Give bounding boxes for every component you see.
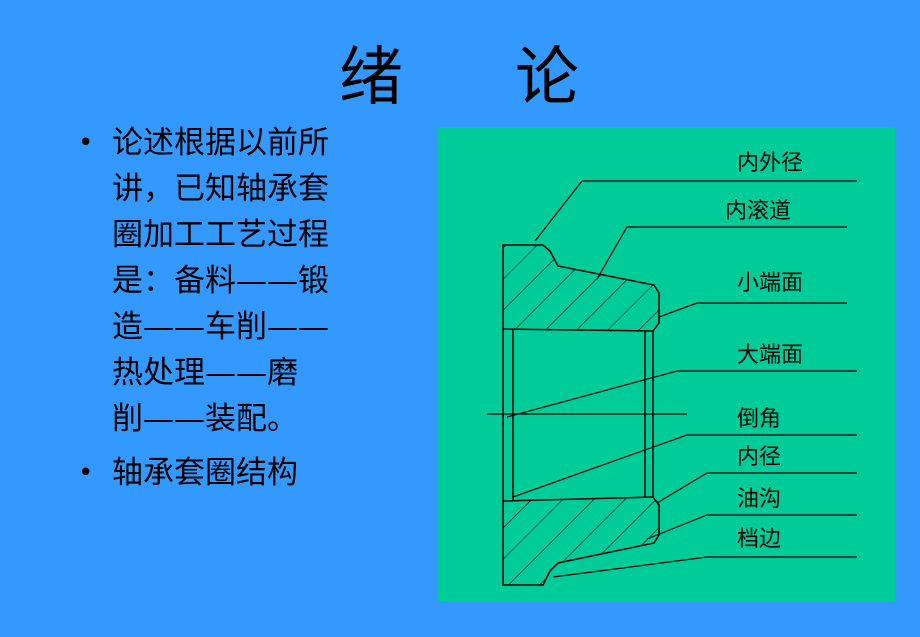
label-inner-outer-dia: 内外径 xyxy=(737,151,804,176)
bullet-list: • 论述根据以前所 讲，已知轴承套 圈加工工艺过程 是：备料——锻 造——车削—… xyxy=(78,120,378,504)
label-oil-groove: 油沟 xyxy=(737,487,782,512)
bullet-dot: • xyxy=(78,128,94,158)
leader-small-face xyxy=(658,302,847,318)
lower-ring-section xyxy=(502,496,660,586)
bearing-section-drawing xyxy=(487,180,857,586)
bullet-item-process: • 论述根据以前所 讲，已知轴承套 圈加工工艺过程 是：备料——锻 造——车削—… xyxy=(78,120,378,442)
bearing-ring-diagram: 内外径 内滚道 小端面 大端面 倒角 内径 油沟 档边 xyxy=(437,127,895,601)
bullet-line: 是：备料——锻 xyxy=(112,263,329,299)
label-chamfer: 倒角 xyxy=(737,407,782,432)
title-part-2: 论 xyxy=(515,41,581,115)
label-inner-raceway: 内滚道 xyxy=(725,199,792,224)
bullet-line: 讲，已知轴承套 xyxy=(112,171,329,207)
leader-inner-dia xyxy=(656,472,857,504)
bullet-line: 热处理——磨 xyxy=(112,355,298,391)
bullet-line: 造——车削—— xyxy=(112,309,329,345)
bullet-item-structure: • 轴承套圈结构 xyxy=(78,450,378,496)
label-large-face: 大端面 xyxy=(737,343,804,368)
bullet-line: 论述根据以前所 xyxy=(112,125,329,161)
leader-chamfer xyxy=(512,434,857,498)
leader-oil-groove xyxy=(646,514,857,540)
leader-rib xyxy=(552,556,857,578)
leader-inner-outer-dia xyxy=(534,180,857,242)
label-small-face: 小端面 xyxy=(737,271,804,296)
leader-inner-raceway xyxy=(596,226,847,280)
bullet-line: 削——装配。 xyxy=(112,401,298,437)
label-inner-dia: 内径 xyxy=(737,445,782,470)
leader-large-face xyxy=(506,370,857,418)
bullet-line: 轴承套圈结构 xyxy=(112,455,298,491)
upper-ring-section xyxy=(502,244,660,332)
label-rib: 档边 xyxy=(737,527,782,552)
bullet-dot: • xyxy=(78,458,94,488)
page-title: 绪论 xyxy=(0,38,920,118)
bullet-line: 圈加工工艺过程 xyxy=(112,217,329,253)
title-part-1: 绪 xyxy=(339,41,405,115)
